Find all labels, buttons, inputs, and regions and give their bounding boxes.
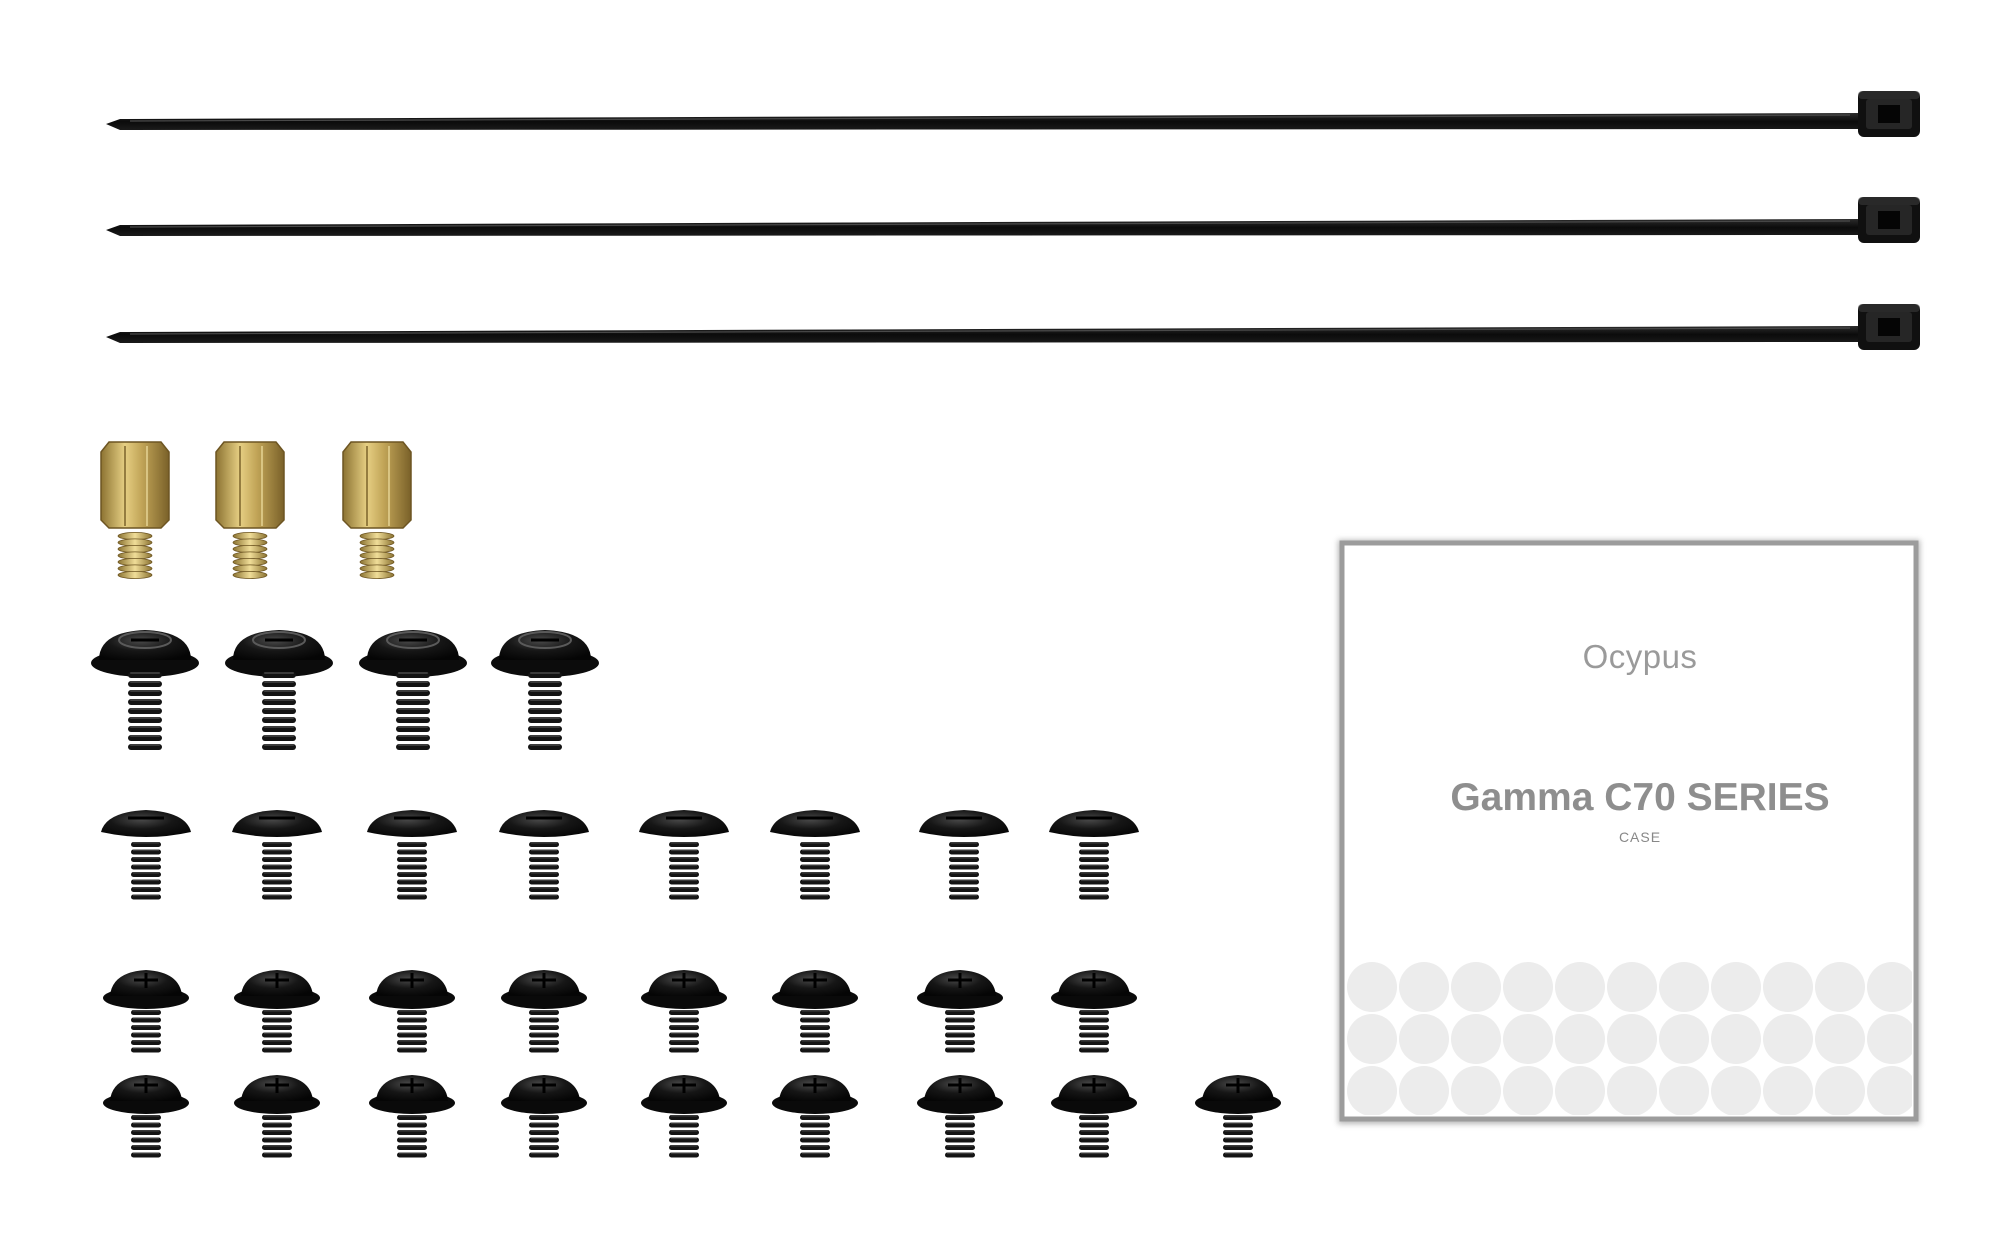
- flange-screw: [501, 970, 587, 1053]
- pattern-dot: [1347, 962, 1397, 1012]
- flange-screw: [917, 1075, 1003, 1158]
- pattern-dot: [1815, 1066, 1865, 1115]
- flange-screw: [369, 970, 455, 1053]
- pattern-dot: [1763, 962, 1813, 1012]
- pattern-dot: [1867, 1014, 1912, 1064]
- pattern-dot: [1763, 1014, 1813, 1064]
- pattern-dot: [1711, 1014, 1761, 1064]
- brand-logo: Ocypus: [1582, 638, 1698, 675]
- pattern-dot: [1555, 962, 1605, 1012]
- pan-head-screw: [101, 810, 191, 900]
- product-subtitle: CASE: [1618, 829, 1662, 845]
- pattern-dot: [1659, 1066, 1709, 1115]
- flange-screw: [1051, 970, 1137, 1053]
- cable-tie: [106, 197, 1920, 243]
- pattern-dot: [1815, 1014, 1865, 1064]
- flange-screw: [234, 1075, 320, 1158]
- pattern-dot: [1503, 962, 1553, 1012]
- flange-screw: [1195, 1075, 1281, 1158]
- pan-head-screw: [499, 810, 589, 900]
- cable-ties: [106, 91, 1920, 350]
- pan-head-screw: [639, 810, 729, 900]
- hex-screw: [491, 630, 599, 750]
- pan-head-screws: [101, 810, 1139, 900]
- hex-screw: [359, 630, 467, 750]
- pattern-dot: [1815, 962, 1865, 1012]
- brass-standoff: [215, 441, 285, 580]
- flange-screws: [103, 970, 1281, 1158]
- pan-head-screw: [770, 810, 860, 900]
- flange-screw: [234, 970, 320, 1053]
- pattern-dot: [1711, 962, 1761, 1012]
- pattern-dot: [1659, 1014, 1709, 1064]
- pattern-dot: [1347, 1066, 1397, 1115]
- flange-screw: [772, 1075, 858, 1158]
- pattern-dot: [1399, 1066, 1449, 1115]
- product-title: Gamma C70 SERIES: [1450, 776, 1830, 819]
- pattern-dot: [1555, 1066, 1605, 1115]
- flange-screw: [641, 970, 727, 1053]
- pattern-dot: [1763, 1066, 1813, 1115]
- pattern-dot: [1867, 1066, 1912, 1115]
- cable-tie: [106, 304, 1920, 350]
- flange-screw: [103, 1075, 189, 1158]
- pattern-dot: [1347, 1014, 1397, 1064]
- pan-head-screw: [232, 810, 322, 900]
- manual-dot-pattern: [1347, 962, 1969, 1116]
- large-hex-screws: [91, 630, 599, 750]
- hex-screw: [225, 630, 333, 750]
- flange-screw: [369, 1075, 455, 1158]
- pattern-dot: [1607, 1066, 1657, 1115]
- pattern-dot: [1503, 1014, 1553, 1064]
- pattern-dot: [1451, 1066, 1501, 1115]
- pattern-dot: [1659, 962, 1709, 1012]
- pattern-dot: [1607, 962, 1657, 1012]
- pattern-dot: [1711, 1066, 1761, 1115]
- cable-tie: [106, 91, 1920, 137]
- pattern-dot: [1451, 1014, 1501, 1064]
- pattern-dot: [1867, 962, 1912, 1012]
- pan-head-screw: [1049, 810, 1139, 900]
- pattern-dot: [1607, 1014, 1657, 1064]
- flange-screw: [1051, 1075, 1137, 1158]
- manual-booklet: [1338, 540, 1969, 1124]
- brass-standoffs: [100, 441, 412, 580]
- pattern-dot: [1399, 1014, 1449, 1064]
- pattern-dot: [1919, 1066, 1969, 1116]
- pattern-dot: [1919, 962, 1969, 1012]
- flange-screw: [772, 970, 858, 1053]
- flange-screw: [103, 970, 189, 1053]
- pan-head-screw: [919, 810, 1009, 900]
- pattern-dot: [1555, 1014, 1605, 1064]
- pattern-dot: [1399, 962, 1449, 1012]
- flange-screw: [641, 1075, 727, 1158]
- flange-screw: [501, 1075, 587, 1158]
- brass-standoff: [100, 441, 170, 580]
- brass-standoff: [342, 441, 412, 580]
- pan-head-screw: [367, 810, 457, 900]
- pattern-dot: [1503, 1066, 1553, 1115]
- hex-screw: [91, 630, 199, 750]
- flange-screw: [917, 970, 1003, 1053]
- pattern-dot: [1451, 962, 1501, 1012]
- pattern-dot: [1919, 1014, 1969, 1064]
